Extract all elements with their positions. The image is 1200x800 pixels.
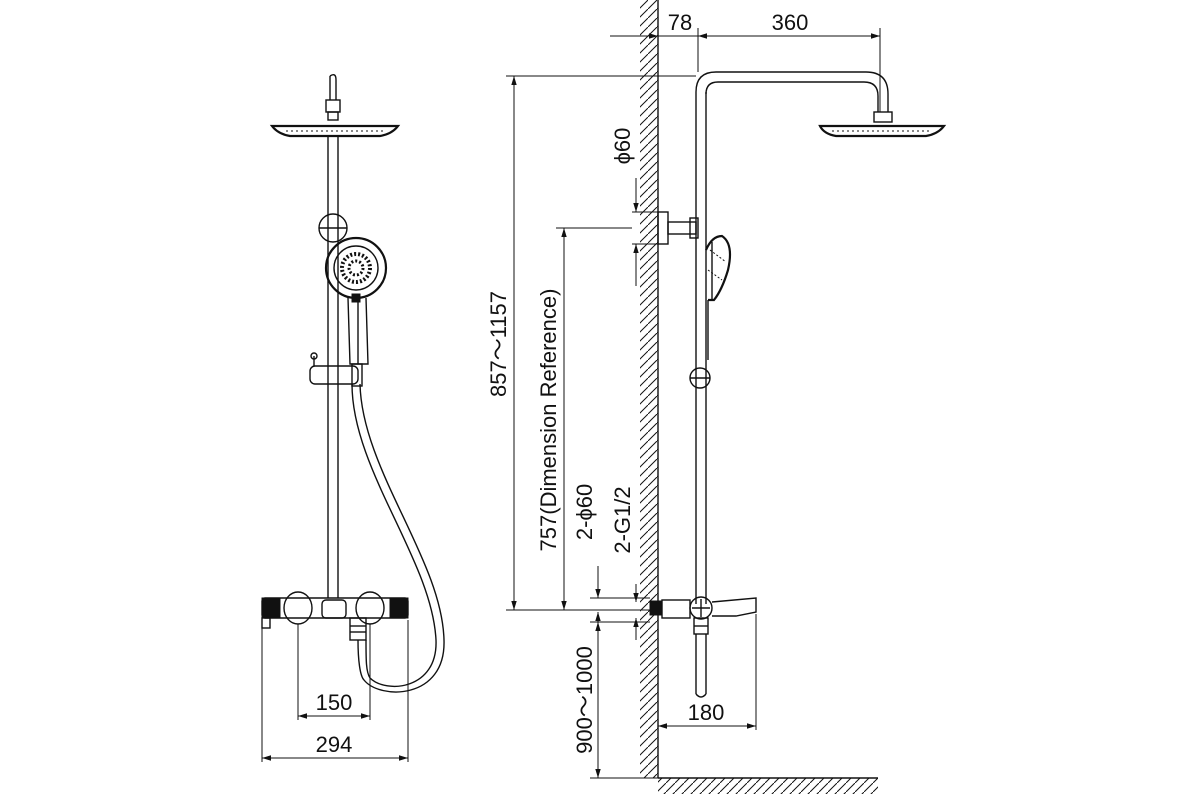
side-wall-bracket (657, 211, 699, 245)
dimension-mount-height: 900～1000 (572, 612, 658, 779)
side-riser-arm (695, 71, 947, 604)
dimension-bracket-label: ϕ60 (610, 128, 635, 165)
dimension-bracket-diameter: ϕ60 (610, 128, 658, 286)
dimension-total-height-label: 857～1157 (486, 291, 511, 397)
wall-bracket (318, 213, 348, 243)
slide-holder (309, 352, 363, 387)
thermostatic-mixer (261, 591, 409, 641)
dimension-294: 294 (261, 620, 409, 762)
dimension-inlet-cover: 2-ϕ60 2-G1/2 (572, 484, 650, 654)
front-view: 150 294 (261, 73, 445, 762)
shower-hose (351, 383, 445, 693)
dimension-150: 150 (297, 624, 371, 720)
rain-shower-head (269, 73, 401, 138)
dimension-360-label: 360 (772, 10, 809, 35)
dimension-reference-label: 757(Dimension Reference) (536, 289, 561, 552)
dimension-78-360: 78 360 (610, 10, 881, 112)
dimension-thread-label: 2-G1/2 (610, 486, 635, 553)
dimension-180-label: 180 (688, 700, 725, 725)
dimension-294-label: 294 (316, 732, 353, 757)
dimension-cover-label: 2-ϕ60 (572, 484, 597, 540)
hand-shower (324, 236, 388, 365)
riser-pipe (327, 136, 339, 598)
dimension-78-label: 78 (668, 10, 692, 35)
side-mixer (649, 596, 757, 698)
wall (640, 0, 878, 794)
dimension-150-label: 150 (316, 690, 353, 715)
side-view: 78 360 ϕ60 857～1157 757(Dimension Refere… (486, 0, 947, 794)
side-hand-shower (704, 234, 732, 360)
dimension-reference-height: 757(Dimension Reference) (536, 227, 632, 610)
dimension-mount-label: 900～1000 (572, 646, 597, 754)
dimension-total-height: 857～1157 (486, 75, 696, 611)
dimension-180: 180 (658, 614, 757, 730)
side-slide-holder (689, 367, 711, 389)
